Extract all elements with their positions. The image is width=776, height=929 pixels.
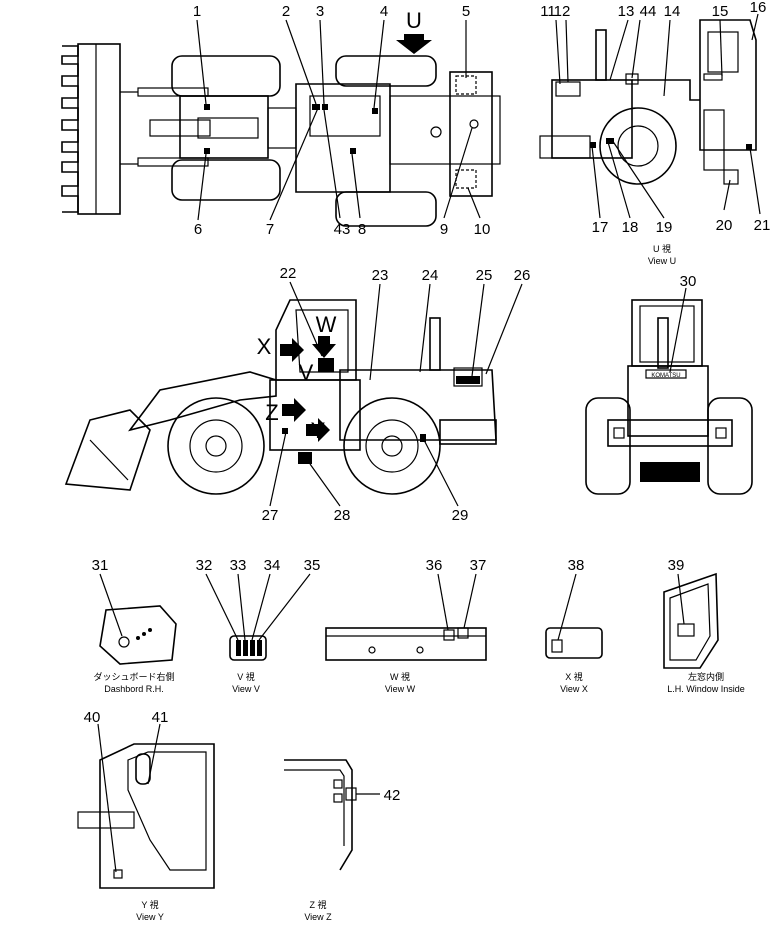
callout-43: 43 [334, 221, 351, 238]
callout-12: 12 [554, 3, 571, 20]
window-caption: L.H. Window Inside [667, 684, 745, 694]
callout-35: 35 [304, 557, 321, 574]
view-y-detail: 40 41 Y 視 View Y [77, 709, 215, 922]
side-view: X W Z Y V 22 23 24 25 26 27 28 29 [64, 265, 531, 524]
view-v-detail: 32 33 34 35 V 視 View V [196, 557, 321, 694]
dashboard-caption: Dashbord R.H. [104, 684, 164, 694]
view-z-caption: View Z [304, 912, 332, 922]
callout-44: 44 [640, 3, 657, 20]
callout-29: 29 [452, 507, 469, 524]
view-z-arrow-label: Z [265, 400, 278, 425]
callout-4: 4 [380, 3, 388, 20]
view-z-caption-jp: Z 視 [310, 899, 327, 910]
callout-31: 31 [92, 557, 109, 574]
callout-40: 40 [84, 709, 101, 726]
callout-27: 27 [262, 507, 279, 524]
view-v-arrow-label: V [299, 360, 314, 385]
window-lh-detail: 39 左窓内側 L.H. Window Inside [663, 557, 745, 694]
view-x-caption: View X [560, 684, 588, 694]
callout-14: 14 [664, 3, 681, 20]
callout-8: 8 [358, 221, 366, 238]
callout-33: 33 [230, 557, 247, 574]
callout-41: 41 [152, 709, 169, 726]
callout-34: 34 [264, 557, 281, 574]
callout-22: 22 [280, 265, 297, 282]
view-u-caption-jp: U 視 [653, 243, 671, 254]
callout-1: 1 [193, 3, 201, 20]
callout-2: 2 [282, 3, 290, 20]
view-w-detail: 36 37 W 視 View W [325, 557, 487, 694]
callout-42: 42 [384, 787, 401, 804]
view-u-arrow-label: U [406, 8, 422, 33]
view-x-arrow-label: X [257, 334, 272, 359]
callout-28: 28 [334, 507, 351, 524]
view-v-caption-jp: V 視 [237, 671, 255, 682]
view-u: 11 12 13 44 14 15 16 17 18 19 20 21 U 視 … [539, 0, 771, 266]
callout-17: 17 [592, 219, 609, 236]
callout-15: 15 [712, 3, 729, 20]
callout-30: 30 [680, 273, 697, 290]
callout-39: 39 [668, 557, 685, 574]
top-view: U 1 2 3 4 5 6 7 43 8 9 10 [61, 3, 501, 238]
rear-view: KOMATSU 30 [585, 273, 753, 495]
view-w-caption: View W [385, 684, 416, 694]
view-x-caption-jp: X 視 [565, 671, 583, 682]
callout-26: 26 [514, 267, 531, 284]
dashboard-rh-detail: 31 ダッシュボード右側 Dashbord R.H. [92, 557, 177, 694]
callout-38: 38 [568, 557, 585, 574]
callout-23: 23 [372, 267, 389, 284]
callout-3: 3 [316, 3, 324, 20]
callout-16: 16 [750, 0, 767, 16]
view-y-caption-jp: Y 視 [141, 899, 158, 910]
view-w-arrow-label: W [316, 312, 337, 337]
callout-10: 10 [474, 221, 491, 238]
callout-25: 25 [476, 267, 493, 284]
callout-19: 19 [656, 219, 673, 236]
view-x-detail: 38 X 視 View X [545, 557, 603, 694]
view-y-arrow-label: Y [311, 418, 326, 443]
window-caption-jp: 左窓内側 [688, 671, 724, 682]
callout-32: 32 [196, 557, 213, 574]
callout-37: 37 [470, 557, 487, 574]
callout-20: 20 [716, 217, 733, 234]
callout-18: 18 [622, 219, 639, 236]
dashboard-caption-jp: ダッシュボード右側 [93, 671, 174, 682]
rear-brand-decal: KOMATSU [651, 373, 680, 379]
view-y-caption: View Y [136, 912, 164, 922]
callout-9: 9 [440, 221, 448, 238]
callout-36: 36 [426, 557, 443, 574]
view-v-caption: View V [232, 684, 260, 694]
callout-13: 13 [618, 3, 635, 20]
view-u-caption: View U [648, 256, 676, 266]
callout-7: 7 [266, 221, 274, 238]
callout-5: 5 [462, 3, 470, 20]
view-w-caption-jp: W 視 [390, 671, 410, 682]
callout-21: 21 [754, 217, 771, 234]
callout-6: 6 [194, 221, 202, 238]
callout-11: 11 [540, 3, 556, 20]
view-z-detail: 42 Z 視 View Z [284, 759, 401, 922]
callout-24: 24 [422, 267, 439, 284]
